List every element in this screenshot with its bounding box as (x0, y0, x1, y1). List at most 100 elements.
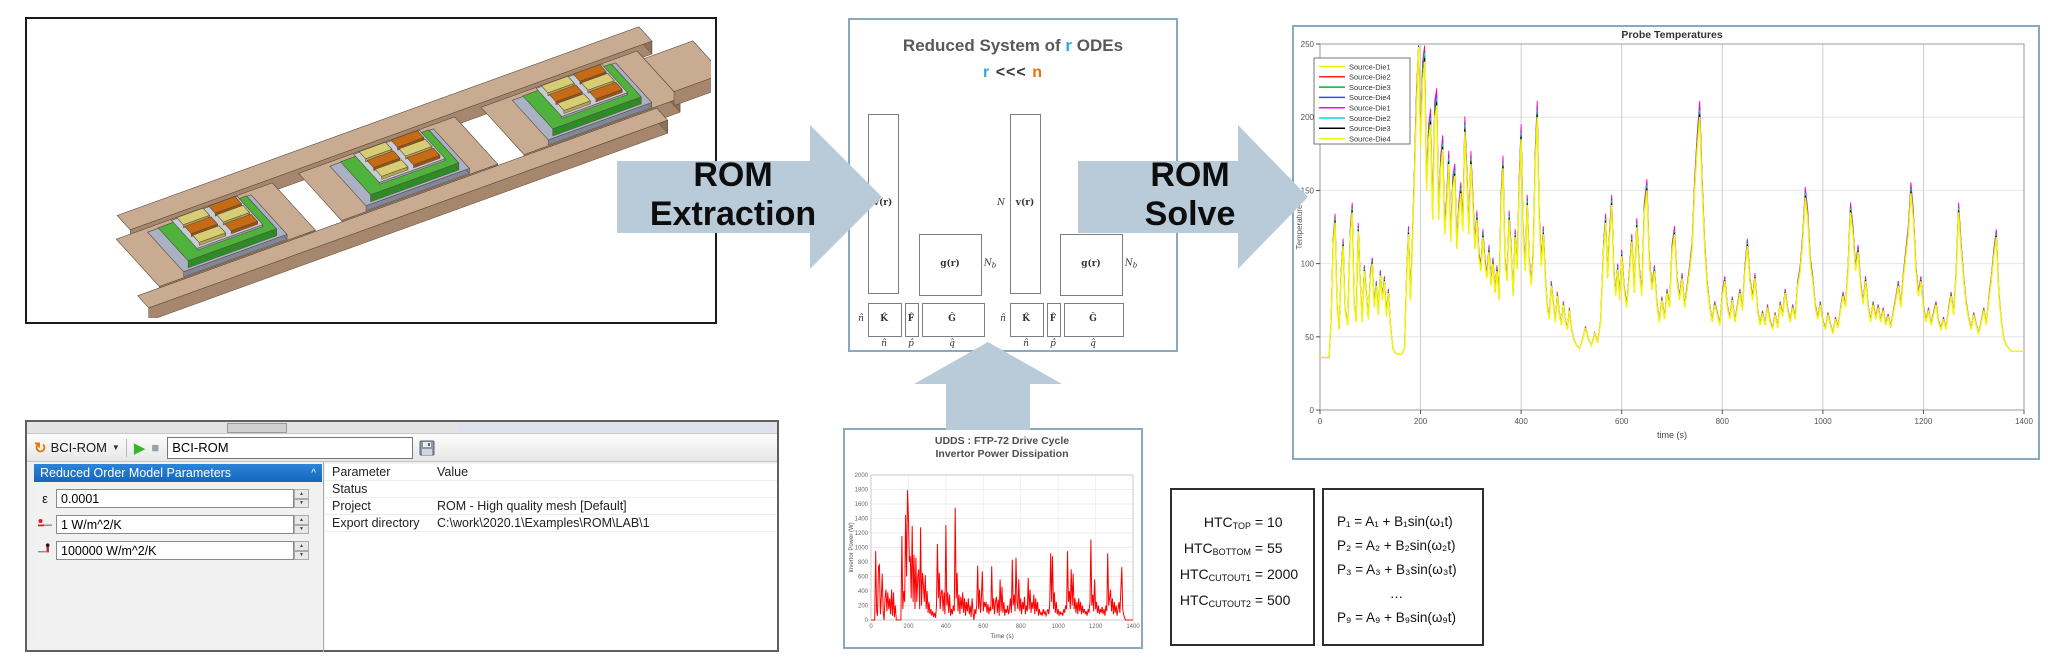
svg-text:1200: 1200 (1089, 624, 1103, 630)
matrix-G (922, 303, 985, 337)
param-row-htc-min: ▲▼ (34, 515, 309, 534)
svg-text:250: 250 (1301, 40, 1315, 49)
svg-text:0: 0 (865, 618, 869, 624)
section-header[interactable]: Reduced Order Model Parameters^ (34, 464, 322, 482)
svg-text:1200: 1200 (855, 531, 869, 537)
svg-text:400: 400 (1514, 417, 1528, 426)
svg-text:800: 800 (858, 560, 869, 566)
matrix-K (868, 303, 902, 337)
svg-text:Source-Die3: Source-Die3 (1349, 83, 1391, 92)
htc-min-icon (34, 517, 56, 532)
svg-text:200: 200 (1301, 113, 1315, 122)
svg-text:150: 150 (1301, 186, 1315, 195)
ode-title: Reduced System of r ODEs (902, 36, 1124, 55)
svg-text:Source-Die2: Source-Die2 (1349, 114, 1391, 123)
cad-model-panel (25, 17, 724, 324)
matrix-F (905, 303, 919, 337)
spin-down-button[interactable]: ▼ (294, 550, 309, 560)
chevron-down-icon[interactable]: ▼ (111, 443, 120, 452)
svg-text:Temperature: Temperature (1295, 204, 1304, 249)
svg-text:1400: 1400 (1126, 624, 1140, 630)
matrix-G (1064, 303, 1124, 337)
svg-text:800: 800 (1716, 417, 1730, 426)
svg-text:0: 0 (1318, 417, 1323, 426)
svg-text:Source-Die1: Source-Die1 (1349, 62, 1391, 71)
stop-button[interactable]: ■ (151, 440, 160, 455)
ode-subtitle: r <<< n (983, 64, 1043, 81)
equation-line: P₉ = A₉ + B₉sin(ω₉t) (1337, 610, 1456, 625)
svg-text:Source-Die3: Source-Die3 (1349, 124, 1391, 133)
matrix-g (919, 234, 982, 296)
equation-line: P₁ = A₁ + B₁sin(ω₁t) (1337, 514, 1453, 529)
save-icon[interactable] (419, 440, 435, 456)
spin-down-button[interactable]: ▼ (294, 524, 309, 534)
svg-text:Invertor Power (W): Invertor Power (W) (849, 522, 855, 572)
toolbar-separator (125, 438, 127, 457)
epsilon-input[interactable] (56, 489, 294, 508)
svg-text:Source-Die4: Source-Die4 (1349, 134, 1391, 143)
svg-text:0: 0 (1310, 406, 1315, 415)
window-strip-right (457, 423, 775, 432)
series-invertor-power (871, 490, 1133, 621)
equation-line: P₂ = A₂ + B₂sin(ω₂t) (1337, 538, 1456, 553)
power-to-rom-up-arrow (914, 342, 1062, 430)
htc-min-input[interactable] (56, 515, 294, 534)
matrix-K (1010, 303, 1044, 337)
svg-text:1600: 1600 (855, 502, 869, 508)
cad-isometric-model (115, 26, 724, 322)
param-row-htc-max: ▲▼ (34, 541, 309, 560)
spin-up-button[interactable]: ▲ (294, 489, 309, 499)
svg-text:600: 600 (978, 624, 989, 630)
epsilon-icon: ε (42, 491, 48, 506)
spin-down-button[interactable]: ▼ (294, 498, 309, 508)
htc-row: HTCCUTOUT1=2000 (1179, 566, 1299, 583)
htc-max-icon (34, 543, 56, 558)
svg-text:UDDS : FTP-72 Drive Cycle: UDDS : FTP-72 Drive Cycle (935, 435, 1069, 447)
matrix-F (1047, 303, 1061, 337)
run-button[interactable]: ▶ (133, 439, 146, 457)
param-row-epsilon: ε ▲▼ (34, 489, 309, 508)
spin-up-button[interactable]: ▲ (294, 541, 309, 551)
matrix-vector-v (1010, 114, 1041, 294)
arrow-shape (914, 342, 1062, 430)
spin-up-button[interactable]: ▲ (294, 515, 309, 525)
svg-text:Source-Die1: Source-Die1 (1349, 104, 1391, 113)
window-top-strip (27, 422, 777, 434)
svg-text:1400: 1400 (2015, 417, 2033, 426)
htc-values-box: HTCTOP=10 HTCBOTTOM=55 HTCCUTOUT1=2000 H… (1170, 488, 1315, 646)
series-Source-Die4 (1320, 46, 2024, 358)
svg-text:200: 200 (1414, 417, 1428, 426)
window-notch (227, 423, 287, 433)
svg-text:1400: 1400 (855, 517, 869, 523)
run-name-input[interactable] (167, 436, 414, 459)
svg-text:1200: 1200 (1915, 417, 1933, 426)
htc-row: HTCCUTOUT2=500 (1179, 592, 1291, 609)
svg-text:200: 200 (903, 624, 914, 630)
table-row[interactable]: Status (325, 481, 777, 498)
app-dropdown[interactable]: BCI-ROM (50, 440, 107, 455)
bci-toolbar: ↻ BCI-ROM ▼ ▶ ■ (27, 434, 777, 462)
svg-text:1000: 1000 (1051, 624, 1065, 630)
htc-row: HTCBOTTOM=55 (1183, 540, 1283, 557)
svg-text:600: 600 (1615, 417, 1629, 426)
svg-text:1800: 1800 (855, 488, 869, 494)
collapse-icon[interactable]: ^ (311, 467, 316, 479)
equation-line: P₃ = A₃ + B₃sin(ω₃t) (1337, 562, 1457, 577)
svg-text:200: 200 (858, 604, 869, 610)
htc-max-input[interactable] (56, 541, 294, 560)
svg-text:Source-Die4: Source-Die4 (1349, 93, 1391, 102)
svg-text:Invertor Power Dissipation: Invertor Power Dissipation (935, 448, 1068, 460)
svg-text:1000: 1000 (855, 546, 869, 552)
svg-text:800: 800 (1016, 624, 1027, 630)
legend: Source-Die1Source-Die2Source-Die3Source-… (1313, 57, 1411, 145)
svg-text:2000: 2000 (855, 473, 869, 479)
